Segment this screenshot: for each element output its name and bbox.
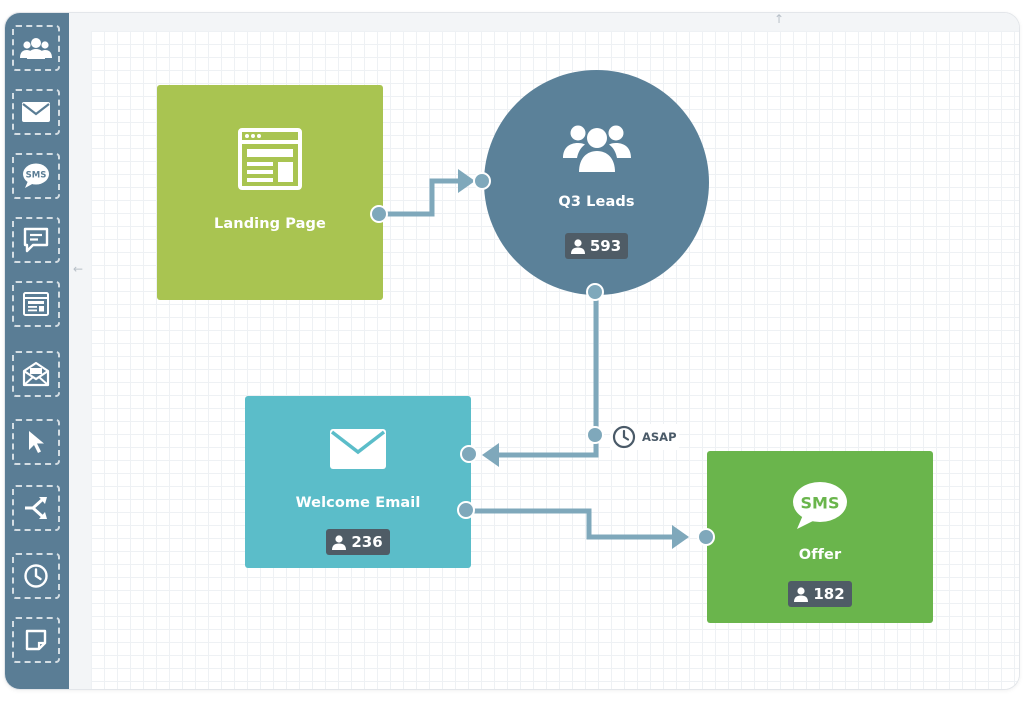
wait-tool[interactable] xyxy=(12,553,60,599)
node-label: Landing Page xyxy=(214,216,326,232)
clock-icon xyxy=(24,564,48,588)
cursor-icon xyxy=(29,431,44,453)
open-email-tool[interactable] xyxy=(12,351,60,397)
delay-text: ASAP xyxy=(642,430,677,444)
person-icon xyxy=(794,586,809,602)
web-page-icon xyxy=(23,292,49,316)
contact-count-badge: 182 xyxy=(788,581,852,607)
person-icon xyxy=(570,238,585,254)
svg-text:SMS: SMS xyxy=(26,171,47,181)
svg-text:SMS: SMS xyxy=(801,494,840,513)
collapse-arrow-hint[interactable]: ← xyxy=(73,262,84,276)
users-icon xyxy=(562,125,631,172)
clock-icon xyxy=(612,425,636,449)
collapse-handle[interactable] xyxy=(69,13,91,689)
landing-page-tool[interactable] xyxy=(12,281,60,327)
q3-leads-output-port[interactable] xyxy=(586,283,604,301)
delay-port[interactable] xyxy=(586,426,604,444)
welcome-email-output-port[interactable] xyxy=(457,501,475,519)
envelope-icon xyxy=(22,102,50,122)
contact-count-badge: 593 xyxy=(564,233,629,259)
welcome-email-input-port[interactable] xyxy=(460,445,478,463)
node-label: Welcome Email xyxy=(295,495,421,511)
node-label: Q3 Leads xyxy=(558,194,635,210)
delay-label[interactable]: ASAP xyxy=(610,424,679,450)
chat-bubble-icon xyxy=(23,227,49,253)
email-tool[interactable] xyxy=(12,89,60,135)
welcome-email-node[interactable]: Welcome Email 236 xyxy=(245,396,471,568)
open-envelope-icon xyxy=(22,361,50,387)
envelope-icon xyxy=(330,429,386,469)
users-icon xyxy=(20,38,52,59)
click-tool[interactable] xyxy=(12,419,60,465)
web-page-icon xyxy=(238,128,302,190)
sms-bubble-icon: SMS xyxy=(23,163,49,188)
sms-bubble-icon: SMS xyxy=(793,482,847,529)
person-icon xyxy=(332,534,347,550)
node-label: Offer xyxy=(798,547,842,563)
contact-count-badge: 236 xyxy=(326,529,390,555)
contact-count: 236 xyxy=(351,533,383,551)
message-tool[interactable] xyxy=(12,217,60,263)
contact-count: 182 xyxy=(813,585,845,603)
split-icon xyxy=(25,497,47,519)
offer-node[interactable]: SMS Offer 182 xyxy=(707,451,933,623)
split-tool[interactable] xyxy=(12,485,60,531)
element-toolbar: SMS xyxy=(5,13,69,689)
sms-tool[interactable]: SMS xyxy=(12,153,60,199)
landing-page-output-port[interactable] xyxy=(370,205,388,223)
landing-page-node[interactable]: Landing Page xyxy=(157,85,383,300)
scroll-up-hint[interactable]: ↑ xyxy=(774,12,785,26)
note-tool[interactable] xyxy=(12,617,60,663)
top-scroll-strip[interactable] xyxy=(69,13,1019,31)
contacts-tool[interactable] xyxy=(12,25,60,71)
note-icon xyxy=(25,629,47,651)
contact-count: 593 xyxy=(589,237,622,255)
q3-leads-input-port[interactable] xyxy=(473,172,491,190)
offer-input-port[interactable] xyxy=(697,528,715,546)
q3-leads-node[interactable]: Q3 Leads 593 xyxy=(484,70,709,295)
